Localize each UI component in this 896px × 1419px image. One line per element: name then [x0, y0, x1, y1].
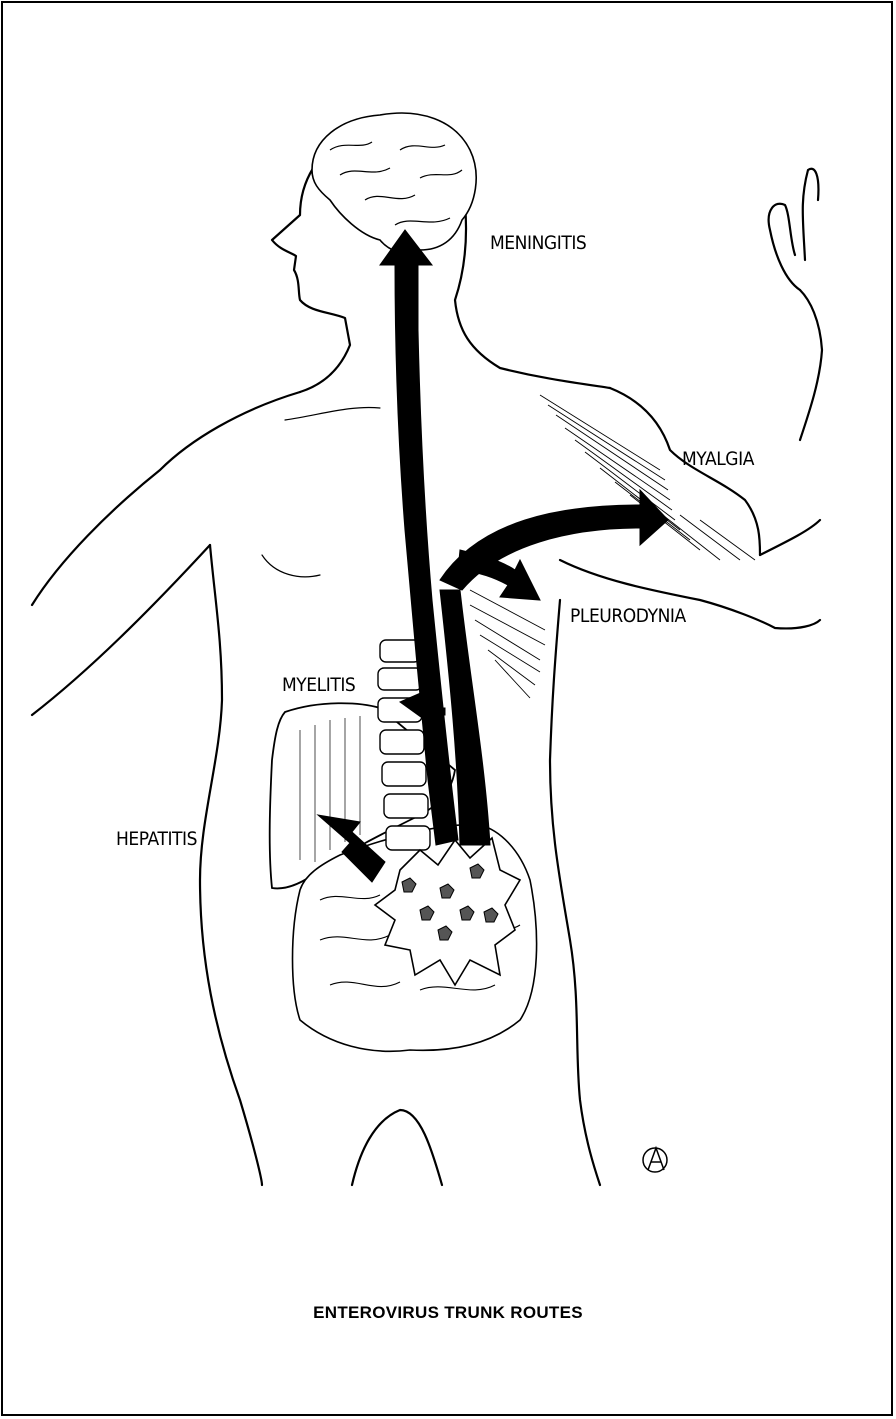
right-forearm: [760, 520, 820, 555]
artist-monogram: [643, 1148, 667, 1172]
label-hepatitis: HEPATITIS: [116, 828, 197, 850]
label-meningitis: MENINGITIS: [490, 232, 586, 254]
right-torso: [550, 600, 600, 1185]
left-arm: [32, 392, 300, 605]
label-myalgia: MYALGIA: [682, 448, 754, 470]
right-arm-top: [610, 388, 760, 555]
left-torso: [200, 545, 262, 1185]
label-myelitis: MYELITIS: [282, 674, 355, 696]
collarbone: [285, 407, 380, 420]
arrow-to-myalgia: [440, 490, 668, 590]
hand: [769, 204, 800, 290]
left-arm-inner: [32, 545, 210, 715]
brain: [312, 113, 476, 253]
fingers: [803, 169, 819, 260]
crotch: [352, 1110, 442, 1185]
forearm-up: [800, 290, 822, 440]
chest-line: [262, 555, 320, 577]
label-pleurodynia: PLEURODYNIA: [570, 605, 686, 627]
figure-caption: ENTEROVIRUS TRUNK ROUTES: [0, 1303, 896, 1323]
neck-back: [455, 180, 610, 388]
